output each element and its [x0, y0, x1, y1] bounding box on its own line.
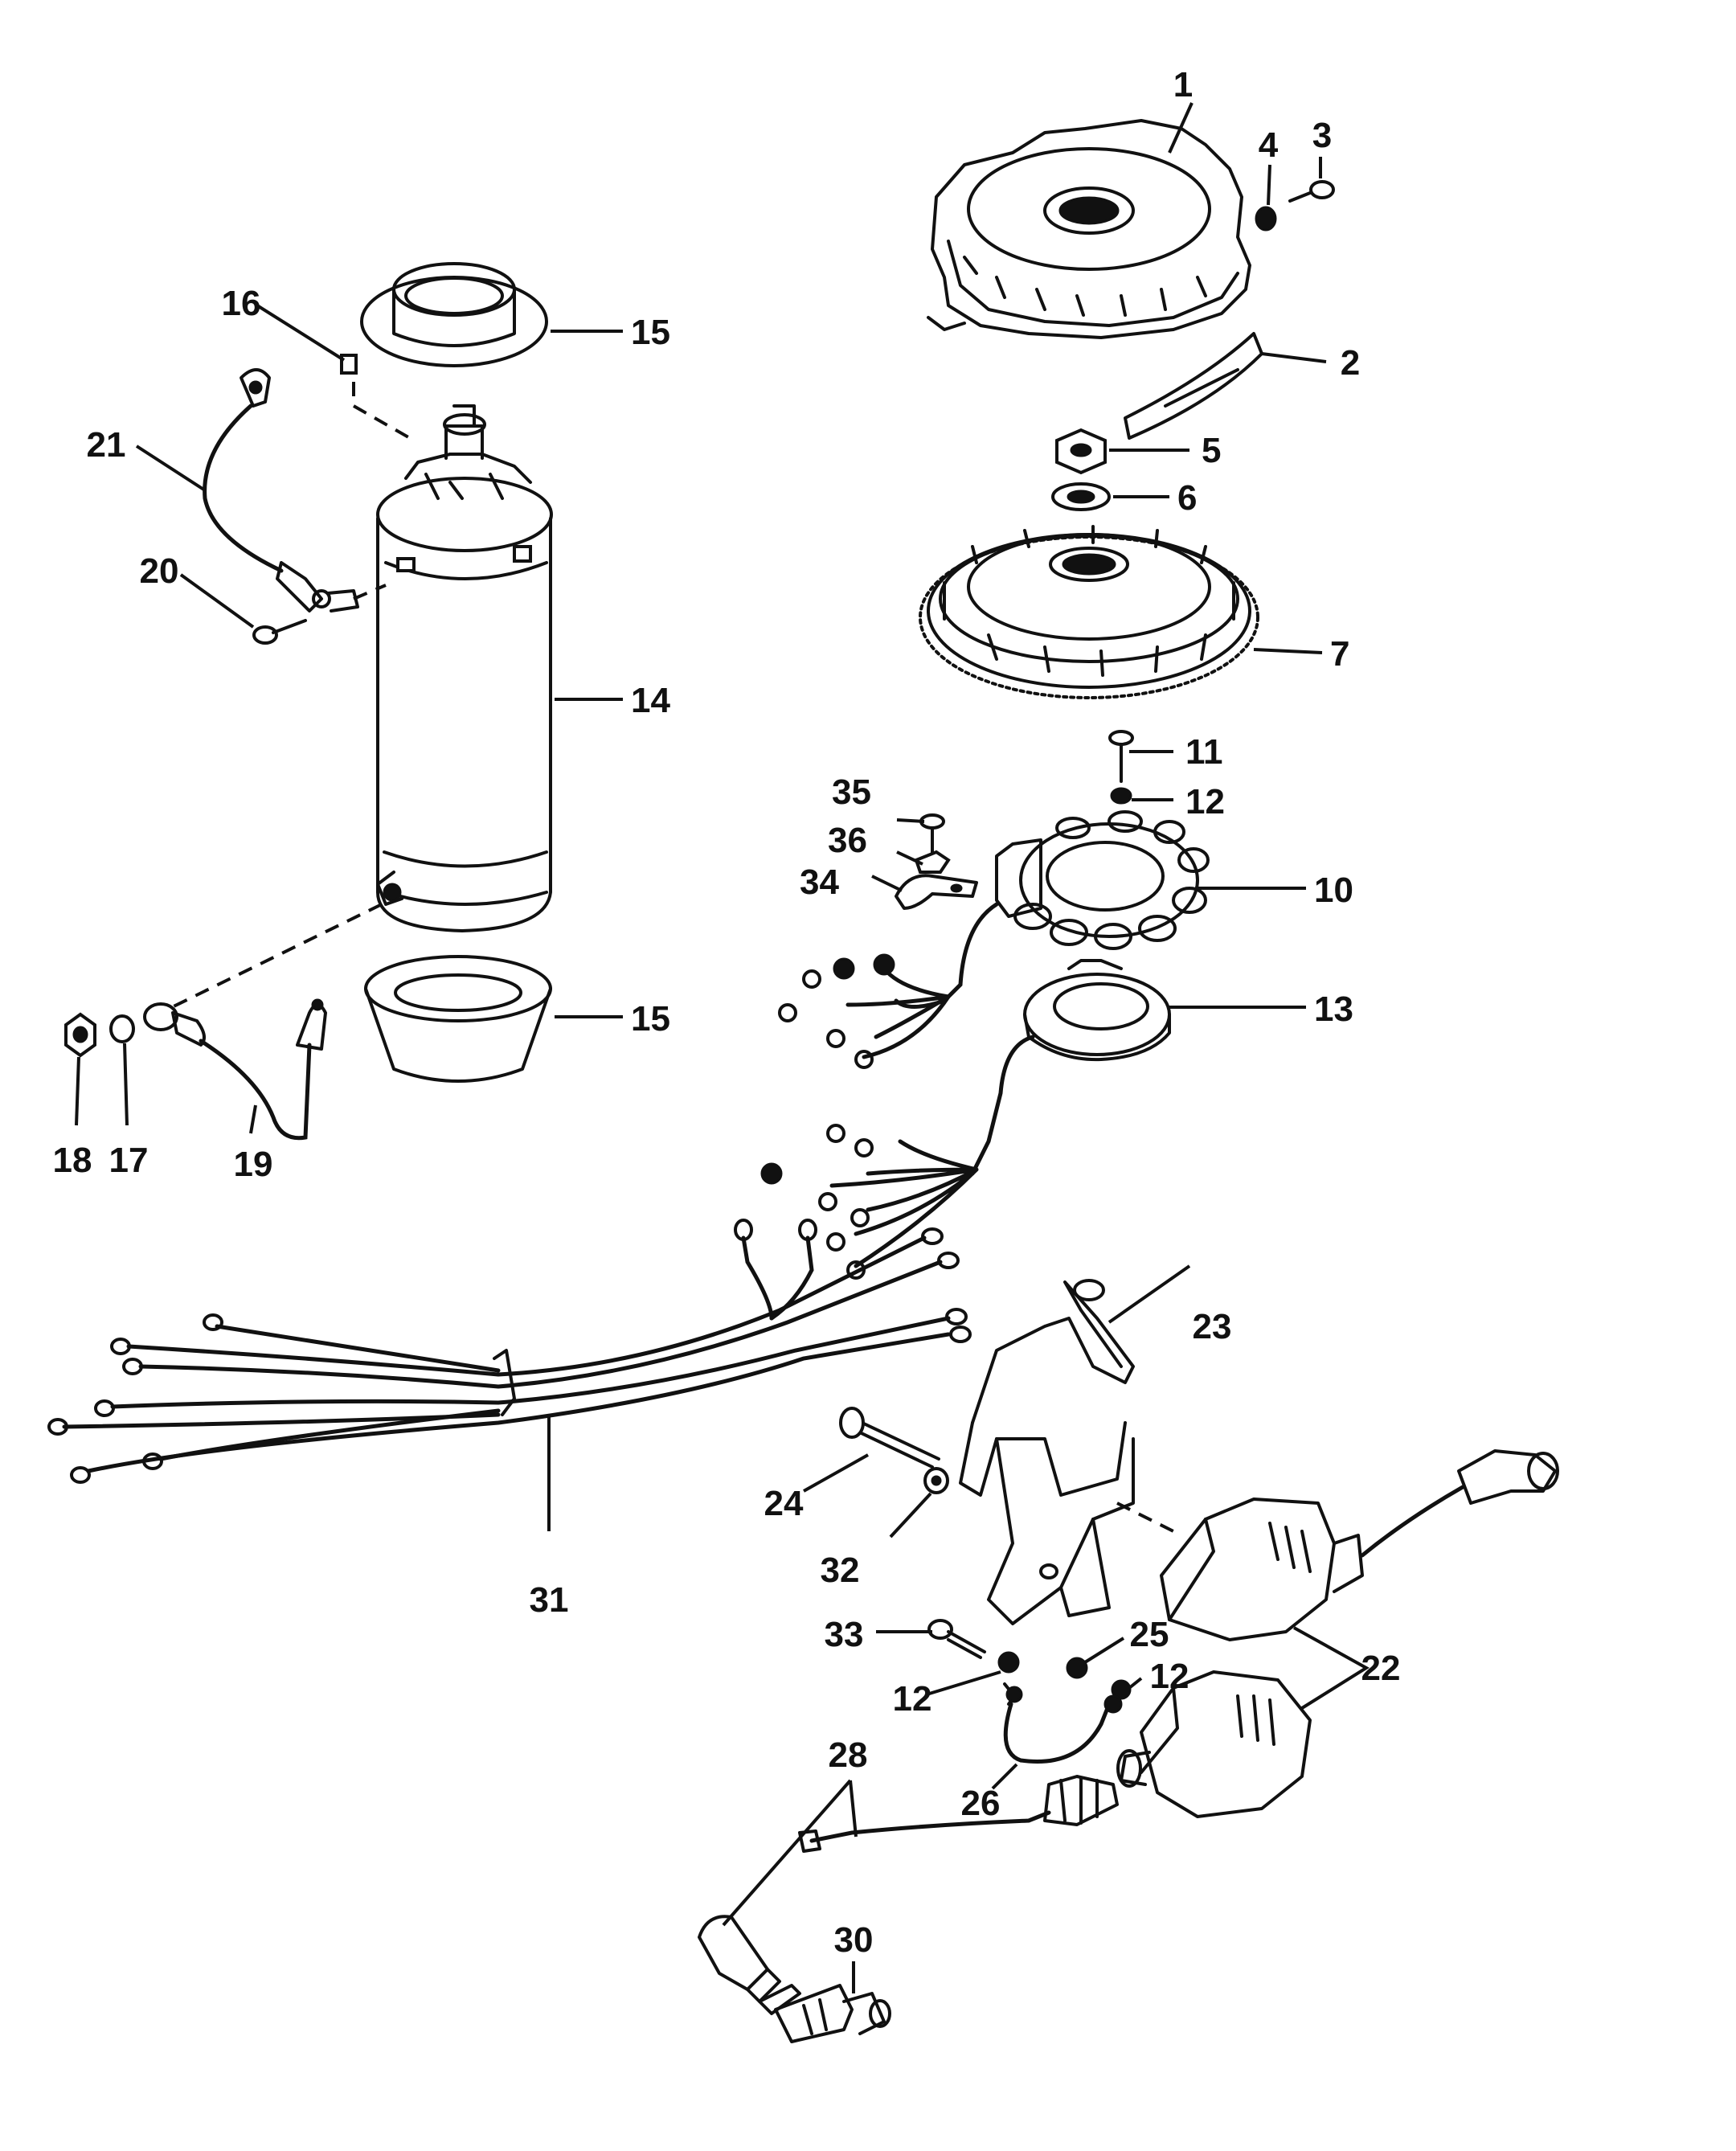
- callout-23: 23: [1193, 1307, 1232, 1346]
- callout-18: 18: [53, 1141, 92, 1180]
- callout-19: 19: [234, 1145, 273, 1184]
- callout-33: 33: [825, 1615, 864, 1654]
- stator-screw: [1108, 730, 1134, 783]
- cable-screw: [252, 619, 307, 645]
- flywheel-nut: [1055, 428, 1107, 475]
- flywheel-washer: [1051, 482, 1111, 511]
- callout-20: 20: [140, 551, 179, 591]
- ignition-coil-lower: [1116, 1670, 1312, 1818]
- callout-13: 13: [1314, 989, 1353, 1029]
- coil-screw: [927, 1619, 986, 1659]
- coil-bracket: [959, 1279, 1135, 1625]
- callout-17: 17: [109, 1141, 149, 1180]
- callout-12: 12: [1185, 782, 1225, 821]
- starter-cable: [203, 368, 359, 613]
- flywheel-cover: [927, 119, 1251, 339]
- starter-cap-bottom: [364, 955, 552, 1083]
- callout-4: 4: [1259, 125, 1279, 165]
- starter-cable-lower: [143, 998, 327, 1141]
- callout-24: 24: [764, 1484, 804, 1523]
- starter-screw: [340, 354, 358, 375]
- callout-15-top: 15: [631, 313, 670, 352]
- coil-washer-left: [997, 1651, 1020, 1674]
- callout-labels: 1 2 3 4 5 6 7 11 12 10 13 35 36 34 15 16…: [53, 65, 1401, 1960]
- callout-30: 30: [834, 1920, 874, 1960]
- callout-28: 28: [829, 1735, 868, 1775]
- callout-31: 31: [530, 1580, 569, 1620]
- callout-15-bottom: 15: [631, 999, 670, 1039]
- wiring-harness: [47, 1219, 972, 1484]
- ignition-coil-upper: [1160, 1449, 1559, 1641]
- long-bolt: [839, 1407, 940, 1469]
- wire-clamp: [895, 874, 978, 910]
- callout-1: 1: [1173, 65, 1193, 104]
- flywheel: [919, 525, 1259, 699]
- lock-washer: [109, 1014, 135, 1043]
- callout-34: 34: [800, 862, 839, 902]
- callout-22: 22: [1361, 1649, 1401, 1688]
- callout-25: 25: [1130, 1615, 1169, 1654]
- callout-26: 26: [961, 1784, 1001, 1823]
- callout-11: 11: [1185, 732, 1223, 772]
- leader-lines: [75, 102, 1370, 1993]
- callout-2: 2: [1341, 343, 1360, 383]
- callout-10: 10: [1314, 871, 1353, 910]
- trigger: [760, 959, 1171, 1280]
- callout-14: 14: [631, 681, 670, 720]
- callout-36: 36: [828, 821, 867, 860]
- cover-screw: [1288, 180, 1335, 203]
- callout-16: 16: [222, 284, 261, 323]
- callout-12-left: 12: [893, 1679, 932, 1719]
- callout-32: 32: [821, 1551, 860, 1590]
- clamp-screw: [919, 813, 945, 858]
- bolt-washer: [923, 1467, 949, 1494]
- clamp-nut: [914, 850, 951, 874]
- decal-strip: [1124, 332, 1263, 440]
- spark-plug: [758, 1984, 891, 2043]
- coil-washer-right: [1066, 1657, 1088, 1679]
- callout-12-right: 12: [1150, 1657, 1189, 1696]
- coil-washer-small: [1111, 1679, 1132, 1700]
- stator: [778, 810, 1210, 1069]
- stator-washer: [1110, 787, 1132, 805]
- starter-motor: [376, 404, 553, 932]
- starter-cap-top: [360, 262, 548, 367]
- ground-strap: [1003, 1682, 1123, 1764]
- callout-3: 3: [1312, 116, 1332, 155]
- callout-5: 5: [1202, 431, 1221, 470]
- hex-nut: [64, 1012, 96, 1058]
- callout-6: 6: [1177, 478, 1197, 518]
- callout-7: 7: [1330, 634, 1349, 674]
- spark-plug-lead: [698, 1775, 1119, 2003]
- cover-washer: [1255, 206, 1277, 231]
- callout-35: 35: [832, 772, 871, 812]
- callout-21: 21: [87, 425, 126, 465]
